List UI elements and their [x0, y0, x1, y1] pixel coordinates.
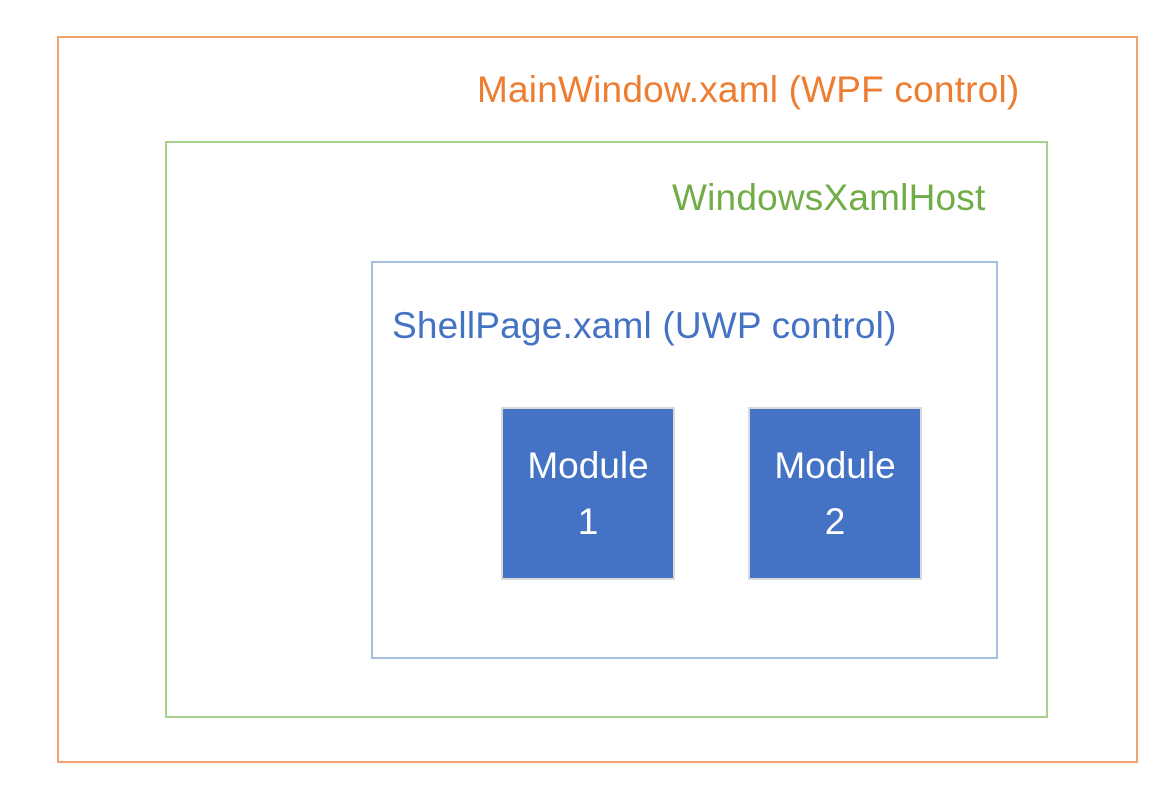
module-2-label-line2: 2	[824, 500, 846, 542]
windows-xaml-host-label: WindowsXamlHost	[672, 177, 986, 218]
mainwindow-wpf-label: MainWindow.xaml (WPF control)	[477, 69, 1020, 110]
module-1-box: Module 1	[501, 407, 675, 580]
shellpage-uwp-box	[371, 261, 998, 659]
module-1-label: Module 1	[527, 438, 648, 549]
module-2-label-line1: Module	[774, 445, 896, 486]
shellpage-uwp-label: ShellPage.xaml (UWP control)	[392, 305, 897, 346]
module-2-box: Module 2	[748, 407, 922, 580]
module-2-label: Module 2	[774, 438, 895, 549]
windows-xaml-host-box	[165, 141, 1048, 718]
module-1-label-line1: Module	[527, 445, 649, 486]
mainwindow-wpf-box	[57, 36, 1138, 763]
module-1-label-line2: 1	[577, 500, 599, 542]
